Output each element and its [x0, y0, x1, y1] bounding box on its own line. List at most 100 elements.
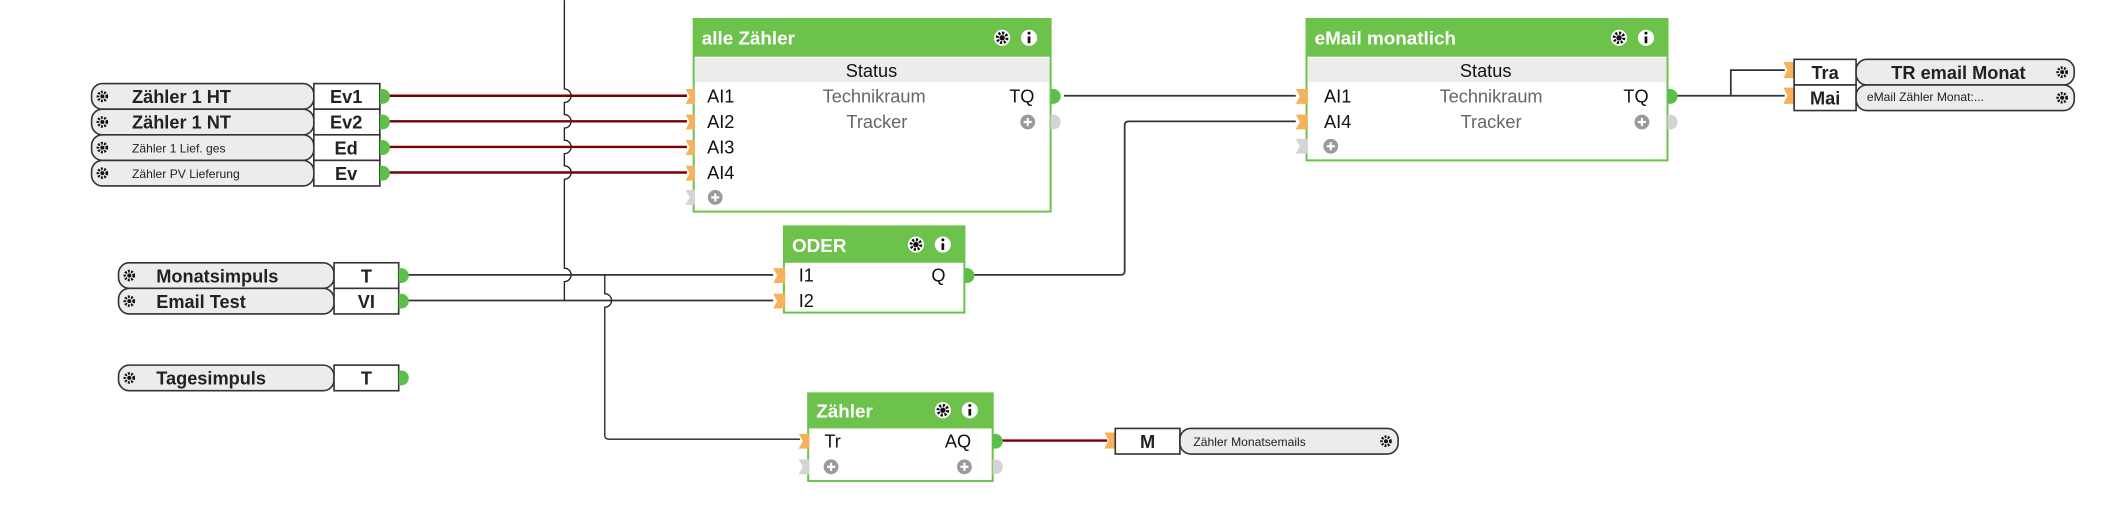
add-input-pin[interactable]: [798, 459, 810, 475]
block-alle-zaehler[interactable]: alle Zähler Status AI1 AI2 AI3 AI4 Techn…: [685, 17, 1061, 213]
input-name: Tagesimpuls: [156, 369, 266, 389]
parameter-label: Tracker: [1461, 112, 1522, 132]
input-pin[interactable]: [1104, 432, 1116, 449]
wire-monatsimpuls-tr[interactable]: [604, 274, 801, 440]
input-group-impulse: Monatsimpuls T Email Test VI Tagesimpuls…: [117, 261, 409, 392]
output-zaehler-monatsemails[interactable]: M Zähler Monatsemails: [1104, 427, 1399, 455]
parameter-label: Technikraum: [1440, 86, 1543, 106]
input-name: Email Test: [156, 292, 246, 312]
gear-icon[interactable]: [2056, 66, 2068, 78]
output-pin[interactable]: [398, 293, 409, 309]
input-pin-ai2[interactable]: [685, 114, 696, 130]
block-title: ODER: [792, 235, 847, 256]
output-pin[interactable]: [379, 89, 390, 104]
block-header[interactable]: [693, 18, 1051, 57]
block-header[interactable]: [1306, 18, 1668, 57]
block-header[interactable]: [783, 226, 965, 263]
info-icon[interactable]: [1020, 29, 1038, 46]
block-oder[interactable]: ODER I1 I2 Q: [773, 225, 975, 314]
input-code: Ev: [335, 164, 358, 184]
block-title: alle Zähler: [702, 28, 796, 49]
gear-icon[interactable]: [992, 28, 1012, 48]
output-pin-tq[interactable]: [1050, 89, 1061, 104]
add-input-pin[interactable]: [685, 190, 696, 205]
input-label: AI3: [707, 138, 734, 158]
block-zaehler[interactable]: Zähler Tr AQ: [798, 392, 1003, 482]
output-pin-q[interactable]: [964, 268, 975, 283]
gear-icon[interactable]: [123, 269, 136, 282]
wire-email-tq-outputs[interactable]: [1674, 69, 1785, 97]
plus-icon[interactable]: [823, 459, 839, 475]
input-pin-ai4[interactable]: [1295, 114, 1308, 130]
output-pin-aq[interactable]: [992, 433, 1003, 449]
output-label: Q: [931, 266, 945, 286]
input-zaehler-pv-lieferung[interactable]: Zähler PV Lieferung Ev: [90, 159, 390, 187]
input-pin-ai3[interactable]: [685, 140, 696, 155]
gear-icon[interactable]: [96, 90, 109, 103]
input-label: AI4: [1324, 112, 1351, 132]
input-code: Ev2: [330, 113, 362, 133]
gear-icon[interactable]: [1609, 28, 1629, 48]
input-zaehler-1-ht[interactable]: Zähler 1 HT Ev1: [90, 82, 390, 111]
input-email-test[interactable]: Email Test VI: [117, 287, 409, 315]
output-label: AQ: [945, 431, 971, 451]
output-code: Mai: [1810, 88, 1840, 108]
input-pin-i1[interactable]: [773, 268, 786, 283]
add-output-pin[interactable]: [992, 459, 1003, 475]
gear-icon[interactable]: [96, 116, 109, 128]
output-pin[interactable]: [379, 114, 390, 130]
gear-icon[interactable]: [123, 372, 136, 384]
input-code: T: [361, 266, 372, 286]
input-code: Ed: [335, 138, 358, 158]
status-label: Status: [1460, 61, 1512, 81]
input-name: Zähler 1 NT: [132, 113, 231, 133]
input-pin-i2[interactable]: [773, 293, 786, 309]
info-icon[interactable]: [961, 402, 978, 419]
input-pin-tr[interactable]: [798, 433, 810, 449]
gear-icon[interactable]: [96, 141, 109, 154]
input-zaehler-1-nt[interactable]: Zähler 1 NT Ev2: [90, 108, 390, 136]
output-name: TR email Monat: [1891, 63, 2025, 83]
wire-vertical-trunk[interactable]: [563, 0, 572, 301]
info-icon[interactable]: [1637, 29, 1655, 46]
add-input-pin[interactable]: [1295, 138, 1308, 154]
output-tr-email-monat[interactable]: Tra TR email Monat: [1783, 58, 2076, 86]
output-pin[interactable]: [398, 268, 409, 283]
gear-icon[interactable]: [1380, 435, 1392, 448]
add-output-pin[interactable]: [1667, 114, 1678, 130]
parameter-label: Tracker: [846, 112, 907, 132]
gear-icon[interactable]: [123, 295, 136, 307]
info-icon[interactable]: [934, 236, 951, 253]
plus-icon[interactable]: [957, 459, 972, 475]
add-output-pin[interactable]: [1050, 114, 1061, 130]
plus-icon[interactable]: [1323, 138, 1339, 154]
output-email-zaehler-monat[interactable]: Mai eMail Zähler Monat:...: [1783, 84, 2076, 112]
input-name: Zähler 1 Lief. ges: [132, 141, 226, 155]
gear-icon[interactable]: [906, 235, 926, 255]
output-pin-tq[interactable]: [1667, 89, 1678, 104]
wire-oder-q-email-ai4[interactable]: [969, 120, 1296, 276]
output-pin[interactable]: [379, 165, 390, 181]
gear-icon[interactable]: [933, 400, 953, 420]
input-code: T: [361, 369, 372, 389]
input-label: AI4: [707, 163, 734, 183]
input-zaehler-1-lief-ges[interactable]: Zähler 1 Lief. ges Ed: [90, 133, 390, 162]
output-label: TQ: [1623, 86, 1648, 106]
output-pin[interactable]: [398, 370, 409, 386]
input-pin[interactable]: [1783, 87, 1795, 104]
gear-icon[interactable]: [96, 167, 109, 179]
input-tagesimpuls[interactable]: Tagesimpuls T: [117, 364, 409, 392]
input-pin-ai4[interactable]: [685, 165, 696, 181]
input-pin-ai1[interactable]: [685, 89, 696, 104]
block-email-monatlich[interactable]: eMail monatlich Status AI1 AI4 Technikra…: [1295, 17, 1678, 162]
input-pin-ai1[interactable]: [1295, 89, 1308, 104]
output-pin[interactable]: [379, 140, 390, 155]
plus-icon[interactable]: [1020, 114, 1036, 130]
input-monatsimpuls[interactable]: Monatsimpuls T: [117, 261, 409, 290]
input-pin[interactable]: [1783, 62, 1795, 79]
input-name: Monatsimpuls: [156, 266, 278, 286]
plus-icon[interactable]: [1634, 114, 1650, 130]
plus-icon[interactable]: [707, 190, 723, 205]
gear-icon[interactable]: [2056, 91, 2068, 104]
